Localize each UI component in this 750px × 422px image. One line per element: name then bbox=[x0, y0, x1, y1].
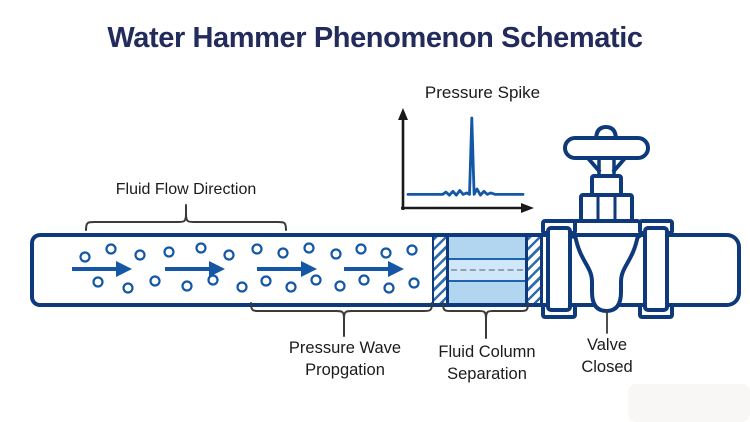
bubble-icon bbox=[303, 242, 315, 254]
flow-arrow-icon bbox=[165, 261, 225, 277]
pipe-divider bbox=[432, 237, 435, 303]
pipe-divider bbox=[525, 237, 528, 303]
bubble-icon bbox=[79, 251, 91, 263]
bubble-icon bbox=[408, 277, 420, 289]
flow-arrow-icon bbox=[257, 261, 317, 277]
left-flange bbox=[546, 226, 572, 312]
fluid-column-separation-label: Fluid Column Separation bbox=[438, 343, 536, 383]
bubble-icon bbox=[358, 274, 370, 286]
bubble-icon bbox=[149, 275, 161, 287]
pipe-divider bbox=[446, 237, 449, 303]
separation-band-bottom bbox=[449, 280, 525, 303]
separation-centerline bbox=[451, 269, 523, 271]
bubble-icon bbox=[330, 248, 342, 260]
bubble-icon bbox=[355, 243, 367, 255]
bubble-icon bbox=[134, 249, 146, 261]
bubble-icon bbox=[334, 280, 346, 292]
separation-band-top bbox=[449, 237, 525, 260]
bubble-icon bbox=[92, 276, 104, 288]
bubble-icon bbox=[251, 243, 263, 255]
fluid-flow-direction-label: Fluid Flow Direction bbox=[115, 181, 257, 198]
bubble-icon bbox=[383, 282, 395, 294]
hatch-band-left bbox=[434, 237, 446, 303]
pipe-after-valve bbox=[664, 233, 741, 307]
valve-closed-label: Valve Closed bbox=[581, 336, 633, 376]
pressure-wave-propagation-label: Pressure Wave Propgation bbox=[288, 339, 402, 379]
bubble-icon bbox=[122, 282, 134, 294]
overbrace-fluid-flow bbox=[85, 213, 287, 231]
bubble-icon bbox=[223, 249, 235, 261]
chart-axes bbox=[398, 108, 534, 213]
hatch-band-right bbox=[528, 237, 540, 303]
bubble-icon bbox=[163, 246, 175, 258]
pipe-divider bbox=[540, 237, 543, 303]
bubble-icon bbox=[105, 243, 117, 255]
flow-arrow-icon bbox=[72, 261, 132, 277]
right-flange bbox=[643, 226, 669, 312]
bubble-icon bbox=[310, 274, 322, 286]
bubble-icon bbox=[380, 247, 392, 259]
page-title: Water Hammer Phenomenon Schematic bbox=[107, 22, 643, 54]
fluid-flow-arrows bbox=[72, 242, 420, 294]
bubble-icon bbox=[285, 281, 297, 293]
bubble-icon bbox=[195, 242, 207, 254]
bubble-icon bbox=[406, 244, 418, 256]
handwheel-icon bbox=[563, 136, 650, 160]
pressure-spike-label: Pressure Spike bbox=[424, 83, 541, 102]
watermark-area bbox=[628, 384, 750, 422]
pressure-spike-chart bbox=[398, 108, 534, 213]
pressure-trace bbox=[406, 116, 525, 197]
bubble-icon bbox=[260, 275, 272, 287]
x-axis-arrow-icon bbox=[521, 203, 534, 213]
valve-body bbox=[573, 233, 640, 313]
bubble-icon bbox=[207, 274, 219, 286]
bubble-icon bbox=[277, 247, 289, 259]
pipe bbox=[30, 233, 552, 307]
fluid-column-separation-zone bbox=[449, 237, 525, 303]
bubble-icon bbox=[236, 281, 248, 293]
y-axis-arrow-icon bbox=[398, 108, 408, 120]
gate-valve-icon bbox=[541, 125, 674, 319]
bubble-icon bbox=[181, 280, 193, 292]
flow-arrow-icon bbox=[344, 261, 404, 277]
